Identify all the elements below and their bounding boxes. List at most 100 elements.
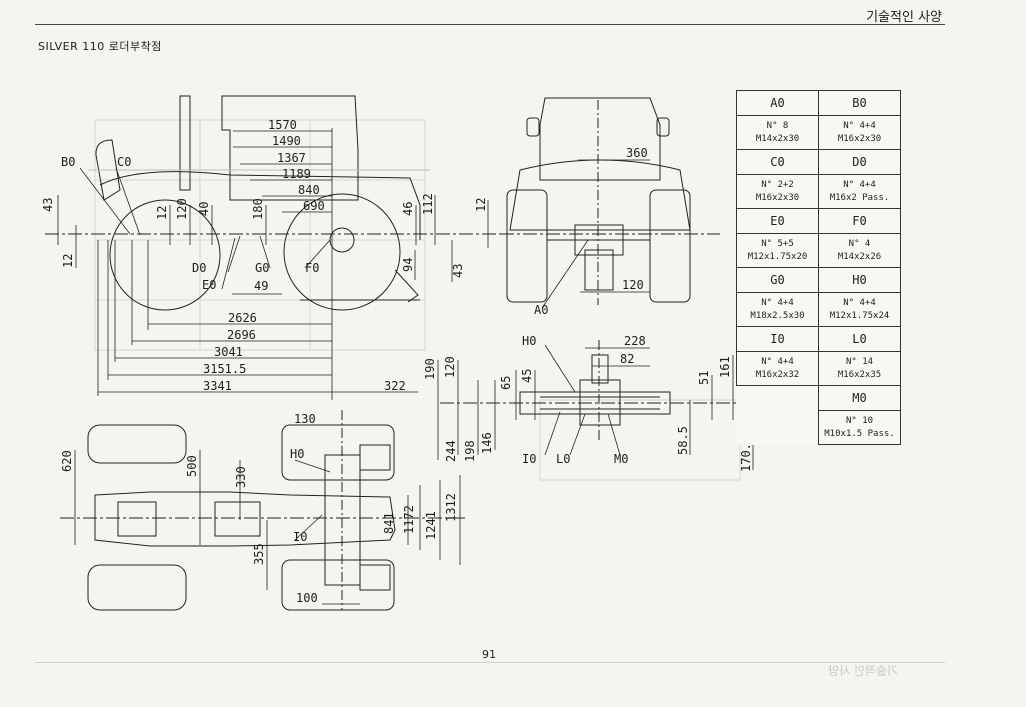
dim-355: 355: [252, 543, 266, 565]
dim-3041: 3041: [214, 345, 243, 359]
dim-161: 161: [718, 356, 732, 378]
spec-count: N° 5+5: [761, 238, 794, 249]
spec-code: I0: [736, 326, 819, 352]
dim-51: 51: [697, 371, 711, 385]
dim-244: 244: [444, 440, 458, 462]
side-dim-lines: [57, 128, 489, 400]
spec-empty: [737, 386, 819, 411]
spec-bolt: M16x2 Pass.: [829, 192, 890, 203]
label-g0: G0: [255, 261, 269, 275]
spec-bolt: M18x2.5x30: [750, 310, 805, 321]
spec-empty: [737, 411, 819, 445]
dim-49: 49: [254, 279, 268, 293]
section-title: 기술적인 사양: [866, 10, 942, 25]
dim-40: 40: [197, 202, 211, 216]
dim-1172: 1172: [402, 505, 416, 534]
spec-detail: N° 10 M10x1.5 Pass.: [818, 410, 901, 445]
spec-detail: N° 4 M14x2x26: [818, 233, 901, 268]
spec-bolt: M14x2x26: [837, 251, 882, 262]
label-h0-axle: H0: [522, 334, 536, 348]
dim-690: 690: [303, 199, 325, 213]
dim-120-axle: 120: [443, 356, 457, 378]
dim-1490: 1490: [272, 134, 301, 148]
dim-120: 120: [175, 198, 189, 220]
spec-count: N° 4+4: [843, 120, 876, 131]
label-e0: E0: [202, 278, 216, 292]
spec-bolt: M16x2x32: [755, 369, 800, 380]
dim-82: 82: [620, 352, 634, 366]
spec-count: N° 4: [848, 238, 871, 249]
spec-bolt: M14x2x30: [755, 133, 800, 144]
dim-94: 94: [401, 258, 415, 272]
dim-190: 190: [423, 358, 437, 380]
spec-bolt: M16x2x30: [755, 192, 800, 203]
spec-count: N° 2+2: [761, 179, 794, 190]
label-d0: D0: [192, 261, 206, 275]
label-f0: F0: [305, 261, 319, 275]
spec-code: F0: [818, 208, 901, 234]
spec-detail: N° 8 M14x2x30: [736, 115, 819, 150]
dim-45: 45: [520, 369, 534, 383]
dim-43-left: 43: [41, 198, 55, 212]
spec-code: H0: [818, 267, 901, 293]
dim-120-front: 120: [622, 278, 644, 292]
bleed-through-text: 기술적인 사양: [828, 664, 899, 678]
dim-12: 12: [155, 206, 169, 220]
side-view-tractor: [88, 95, 430, 311]
spec-bolt: M16x2x30: [837, 133, 882, 144]
axle-detail: [519, 354, 671, 426]
label-l0: L0: [556, 452, 570, 466]
dim-2626: 2626: [228, 311, 257, 325]
footer-rule: [35, 662, 945, 663]
dim-228: 228: [624, 334, 646, 348]
spec-bolt: M12x1.75x20: [747, 251, 808, 262]
dim-500: 500: [185, 455, 199, 477]
dim-58-5: 58.5: [676, 426, 690, 455]
header-rule: [35, 24, 945, 25]
dim-322: 322: [384, 379, 406, 393]
spec-bolt: M12x1.75x24: [829, 310, 890, 321]
dim-1189: 1189: [282, 167, 311, 181]
dim-100: 100: [296, 591, 318, 605]
spec-code: D0: [818, 149, 901, 175]
dim-46: 46: [401, 202, 415, 216]
dim-198: 198: [463, 440, 477, 462]
dim-1241: 1241: [424, 511, 438, 540]
spec-bolt: M16x2x35: [837, 369, 882, 380]
dim-330: 330: [234, 466, 248, 488]
label-a0: A0: [534, 303, 548, 317]
dim-1570: 1570: [268, 118, 297, 132]
dim-43-right: 43: [451, 264, 465, 278]
dim-12-right: 12: [474, 198, 488, 212]
spec-code: M0: [818, 385, 901, 411]
spec-count: N° 4+4: [843, 179, 876, 190]
dim-3341: 3341: [203, 379, 232, 393]
page-number: 91: [482, 648, 496, 661]
label-i0-axle: I0: [522, 452, 536, 466]
spec-count: N° 10: [845, 415, 874, 426]
label-c0: C0: [117, 155, 131, 169]
label-i0-top: I0: [293, 530, 307, 544]
dim-360: 360: [626, 146, 648, 160]
label-m0: M0: [614, 452, 628, 466]
spec-count: N° 8: [766, 120, 789, 131]
label-h0-top: H0: [290, 447, 304, 461]
spec-code: E0: [736, 208, 819, 234]
dim-840: 840: [298, 183, 320, 197]
spec-bolt: M10x1.5 Pass.: [824, 428, 895, 439]
spec-code: B0: [818, 90, 901, 116]
